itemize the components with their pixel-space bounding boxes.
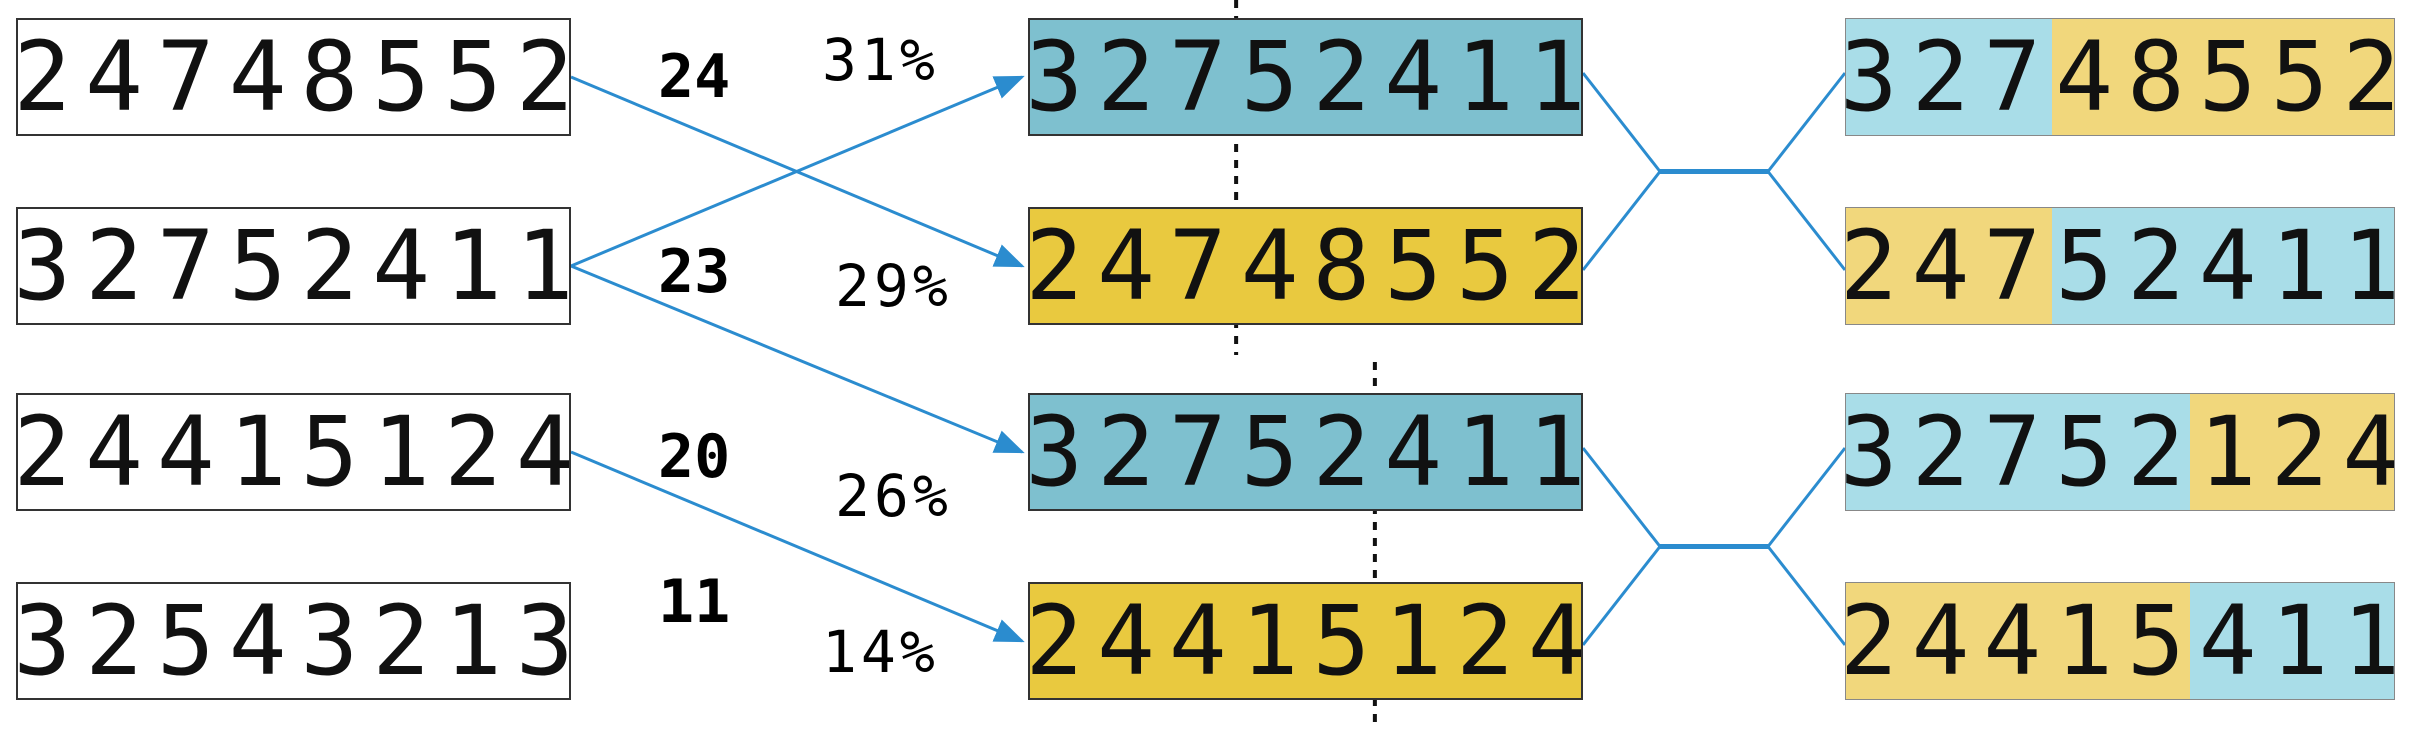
fitness-score-1: 24 bbox=[658, 42, 731, 112]
crossover-connector-1-d bbox=[1766, 170, 1847, 271]
offspring-1-left-segment bbox=[1846, 19, 2052, 135]
probability-3: 26% bbox=[835, 462, 952, 530]
selection-arrow-4 bbox=[570, 450, 1025, 643]
population-individual-3: 24415124 bbox=[16, 393, 571, 511]
selected-parent-2: 24748552 bbox=[1028, 207, 1583, 325]
crossover-connector-2-d bbox=[1766, 545, 1847, 646]
selected-parent-3: 32752411 bbox=[1028, 393, 1583, 511]
probability-2: 29% bbox=[835, 252, 952, 320]
offspring-4-left-segment bbox=[1846, 583, 2190, 699]
crossover-connector-2-c bbox=[1766, 447, 1847, 548]
probability-1: 31% bbox=[822, 26, 939, 94]
selected-parent-4: 24415124 bbox=[1028, 582, 1583, 700]
selected-parent-1: 32752411 bbox=[1028, 18, 1583, 136]
offspring-1: 32748552 bbox=[1845, 18, 2395, 136]
population-individual-4: 32543213 bbox=[16, 582, 571, 700]
offspring-2-left-segment bbox=[1846, 208, 2052, 324]
offspring-3: 32752124 bbox=[1845, 393, 2395, 511]
population-individual-2: 32752411 bbox=[16, 207, 571, 325]
fitness-score-2: 23 bbox=[658, 237, 731, 307]
probability-4: 14% bbox=[822, 618, 939, 686]
crossover-connector-1-a bbox=[1581, 72, 1662, 173]
offspring-3-right-segment bbox=[2190, 394, 2394, 510]
offspring-2: 24752411 bbox=[1845, 207, 2395, 325]
offspring-2-right-segment bbox=[2052, 208, 2394, 324]
offspring-1-right-segment bbox=[2052, 19, 2394, 135]
offspring-4: 24415411 bbox=[1845, 582, 2395, 700]
fitness-score-3: 20 bbox=[658, 422, 731, 492]
offspring-4-right-segment bbox=[2190, 583, 2394, 699]
crossover-connector-2-a bbox=[1581, 447, 1662, 548]
fitness-score-4: 11 bbox=[658, 567, 731, 637]
population-individual-1: 24748552 bbox=[16, 18, 571, 136]
crossover-connector-1-c bbox=[1766, 72, 1847, 173]
crossover-connector-1-b bbox=[1581, 170, 1662, 271]
offspring-3-left-segment bbox=[1846, 394, 2190, 510]
selection-arrow-2 bbox=[570, 75, 1025, 268]
crossover-connector-2-b bbox=[1581, 545, 1662, 646]
selection-arrow-3 bbox=[570, 264, 1025, 454]
